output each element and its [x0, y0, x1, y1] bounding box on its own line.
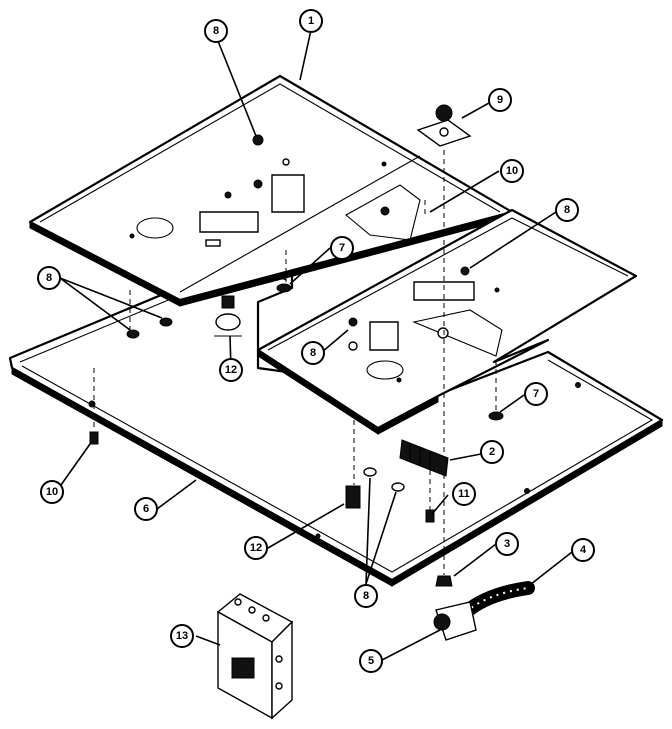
callout-11: 11: [452, 482, 476, 506]
svg-text:13: 13: [176, 630, 188, 642]
svg-text:8: 8: [310, 347, 316, 359]
callout-2: 2: [480, 440, 504, 464]
callout-1: 1: [299, 9, 323, 33]
connector-part-5: [433, 601, 477, 641]
callout-3: 3: [495, 532, 519, 556]
svg-text:12: 12: [225, 364, 237, 376]
callout-7-lower: 7: [524, 382, 548, 406]
callout-10-lower: 10: [40, 480, 64, 504]
svg-text:8: 8: [564, 204, 570, 216]
terminal-block-part-2: [399, 439, 449, 477]
bottom-tray: [8, 256, 664, 587]
middle-burner-panel: [256, 208, 638, 435]
svg-text:8: 8: [363, 590, 369, 602]
callout-9: 9: [488, 88, 512, 112]
callout-4: 4: [571, 538, 595, 562]
callout-12-upper: 12: [219, 358, 243, 382]
callout-7-upper: 7: [330, 236, 354, 260]
junction-box-part-13: [216, 593, 294, 720]
callout-8-left: 8: [37, 266, 61, 290]
flex-conduit-part-4: [459, 581, 535, 619]
svg-text:7: 7: [533, 388, 539, 400]
top-plate-part-9: [416, 104, 472, 147]
svg-text:6: 6: [143, 503, 149, 515]
svg-text:5: 5: [368, 655, 374, 667]
callout-8-middle: 8: [301, 341, 325, 365]
callout-8-bottom: 8: [354, 584, 378, 608]
svg-text:3: 3: [504, 538, 510, 550]
svg-text:8: 8: [213, 25, 219, 37]
callout-10-upper: 10: [500, 159, 524, 183]
svg-text:10: 10: [506, 165, 518, 177]
svg-text:8: 8: [46, 272, 52, 284]
svg-text:11: 11: [458, 488, 470, 500]
callout-12-lower: 12: [244, 536, 268, 560]
callout-6: 6: [134, 497, 158, 521]
assembly-guide-lines: [93, 150, 497, 575]
callout-13: 13: [170, 624, 194, 648]
svg-text:2: 2: [489, 446, 495, 458]
callout-8-top: 8: [204, 19, 228, 43]
svg-text:9: 9: [497, 94, 503, 106]
svg-text:12: 12: [250, 542, 262, 554]
svg-text:7: 7: [339, 242, 345, 254]
callout-8-right: 8: [555, 198, 579, 222]
svg-text:4: 4: [580, 544, 587, 556]
svg-text:10: 10: [46, 486, 58, 498]
callout-5: 5: [359, 649, 383, 673]
hardware: [89, 283, 504, 587]
leader-lines: [55, 29, 573, 661]
svg-text:1: 1: [308, 15, 314, 27]
